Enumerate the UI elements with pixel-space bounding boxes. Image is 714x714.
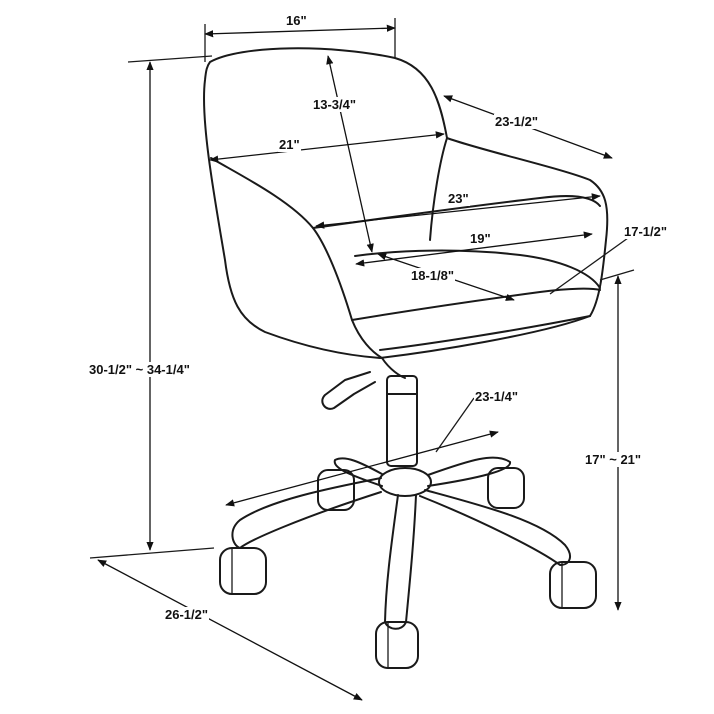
dimension-lines: [89, 18, 635, 701]
label-arm-height: 17-1/2": [623, 224, 669, 239]
label-overall-height: 30-1/2" ~ 34-1/4": [88, 362, 191, 377]
chair-base: [231, 371, 572, 630]
label-seat-height: 17" ~ 21": [584, 452, 643, 467]
label-back-width: 16": [285, 13, 308, 28]
label-seat-depth-outer: 23-1/2": [494, 114, 540, 129]
label-arm-width: 21": [278, 137, 301, 152]
casters: [219, 467, 597, 669]
label-seat-depth: 18-1/8": [410, 268, 456, 283]
label-overall-depth: 26-1/2": [164, 607, 210, 622]
chair-shell: [203, 47, 609, 379]
label-seat-width-inner: 19": [469, 231, 492, 246]
label-seat-width-outer: 23": [447, 191, 470, 206]
label-base-diameter: 23-1/4": [474, 389, 520, 404]
label-back-height: 13-3/4": [312, 97, 358, 112]
